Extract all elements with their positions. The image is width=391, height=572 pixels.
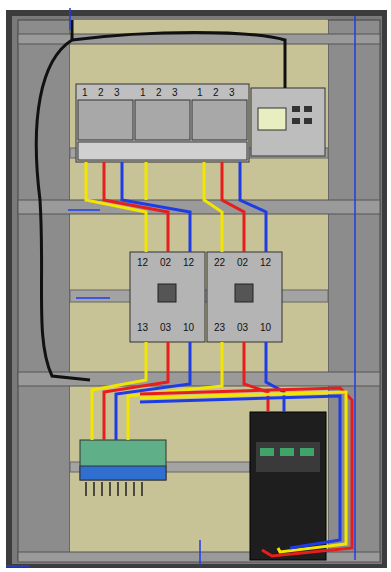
terminal-number: 2	[213, 87, 219, 98]
terminal-number: 3	[172, 87, 178, 98]
terminal-number: 3	[229, 87, 235, 98]
terminal-number: 02	[160, 257, 171, 268]
terminal-number: 02	[237, 257, 248, 268]
terminal-number: 1	[140, 87, 146, 98]
terminal-number: 23	[214, 322, 225, 333]
terminal-number: 2	[98, 87, 104, 98]
terminal-number: 1	[82, 87, 88, 98]
terminal-number: 1	[197, 87, 203, 98]
terminal-number: 3	[114, 87, 120, 98]
terminal-number: 22	[214, 257, 225, 268]
terminal-number: 03	[160, 322, 171, 333]
terminal-number: 13	[137, 322, 148, 333]
terminal-number: 12	[137, 257, 148, 268]
terminal-number: 10	[183, 322, 194, 333]
terminal-number: 10	[260, 322, 271, 333]
terminal-number: 03	[237, 322, 248, 333]
terminal-number: 12	[183, 257, 194, 268]
terminal-number: 2	[156, 87, 162, 98]
terminal-number: 12	[260, 257, 271, 268]
